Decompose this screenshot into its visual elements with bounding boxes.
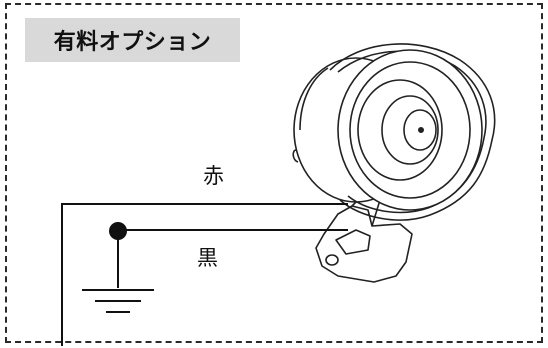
bracket-bolt-hole (325, 254, 339, 266)
dashed-border-frame (5, 3, 543, 343)
horn-speaker-icon (292, 43, 496, 283)
horn-center-dot (417, 127, 424, 134)
red-wire-label: 赤 (203, 164, 224, 188)
black-wire-label: 黒 (197, 246, 218, 270)
red-wire (61, 203, 348, 346)
bracket-inner (335, 229, 371, 255)
ground-symbol-icon (82, 231, 154, 313)
paid-option-badge: 有料オプション (25, 18, 240, 62)
horn-cage (329, 43, 496, 221)
